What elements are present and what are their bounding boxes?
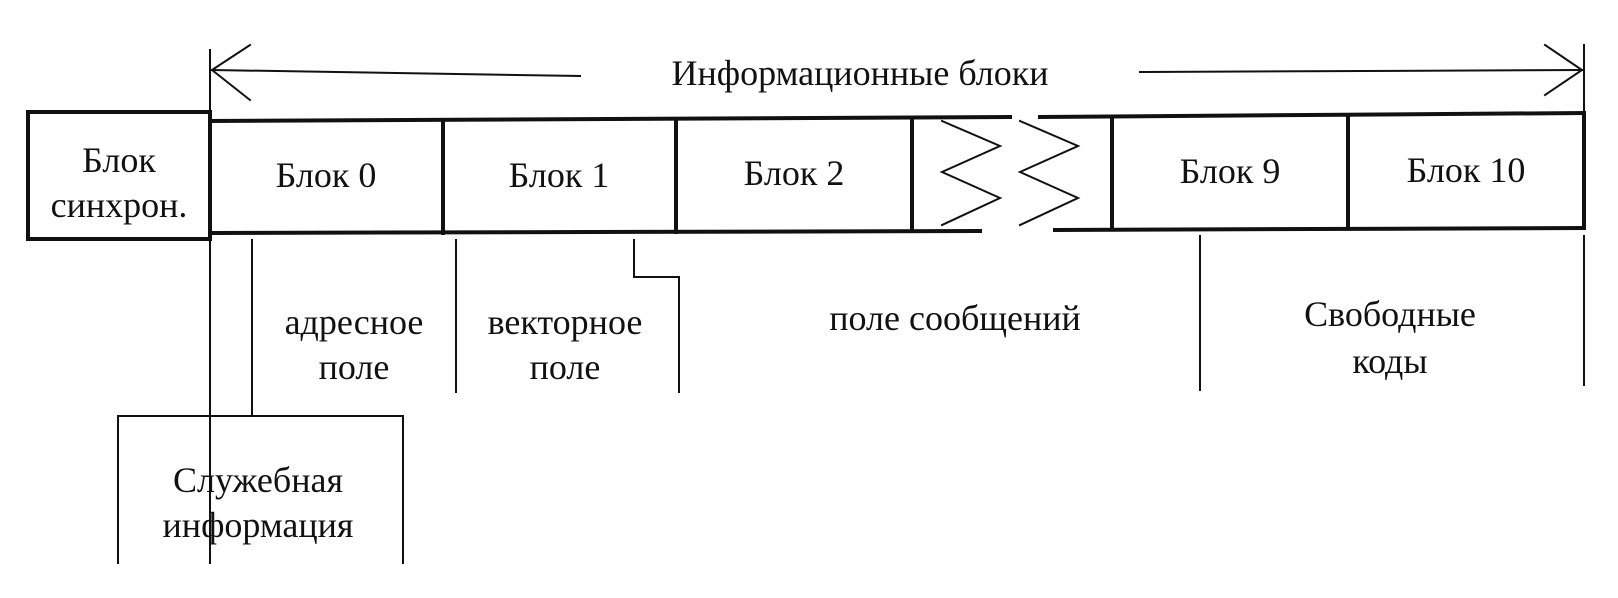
- row-bottom-left: [207, 228, 983, 236]
- vector-message-divider: [633, 239, 680, 393]
- free-codes-label-line1: Свободные: [1304, 294, 1476, 334]
- vector-field-label-line2: поле: [529, 347, 601, 387]
- span-arrowhead-right: [1543, 43, 1584, 97]
- span-arrow-left-shaft: [210, 68, 582, 78]
- sync-block-label-line2: синхрон.: [50, 185, 188, 225]
- sync-block-label-line1: Блок: [82, 140, 156, 180]
- address-field-label-line2: поле: [318, 347, 390, 387]
- span-arrow-right-shaft: [1138, 68, 1584, 74]
- block-1-label: Блок 1: [508, 155, 610, 195]
- info-blocks-label: Информационные блоки: [663, 48, 1057, 98]
- address-field-label-line1: адресное: [284, 302, 424, 342]
- block-9-label: Блок 9: [1179, 151, 1281, 191]
- block-2-label: Блок 2: [743, 153, 845, 193]
- row-top-left: [207, 114, 1013, 124]
- sync-block-box: [26, 110, 212, 241]
- span-arrowhead-left: [210, 43, 252, 102]
- free-codes-label-line2: коды: [1352, 341, 1428, 381]
- message-field-label: поле сообщений: [829, 298, 1081, 338]
- block-10-label: Блок 10: [1406, 150, 1526, 190]
- service-info-label-line2: информация: [162, 505, 354, 545]
- break-zigzag-right: [1017, 119, 1081, 227]
- row-bottom-right: [1052, 225, 1587, 233]
- service-info-label-line1: Служебная: [173, 460, 343, 500]
- break-zigzag-left: [939, 119, 1003, 227]
- block-0-label: Блок 0: [275, 155, 377, 195]
- vector-field-label-line1: векторное: [487, 302, 643, 342]
- row-top-right: [1037, 110, 1587, 120]
